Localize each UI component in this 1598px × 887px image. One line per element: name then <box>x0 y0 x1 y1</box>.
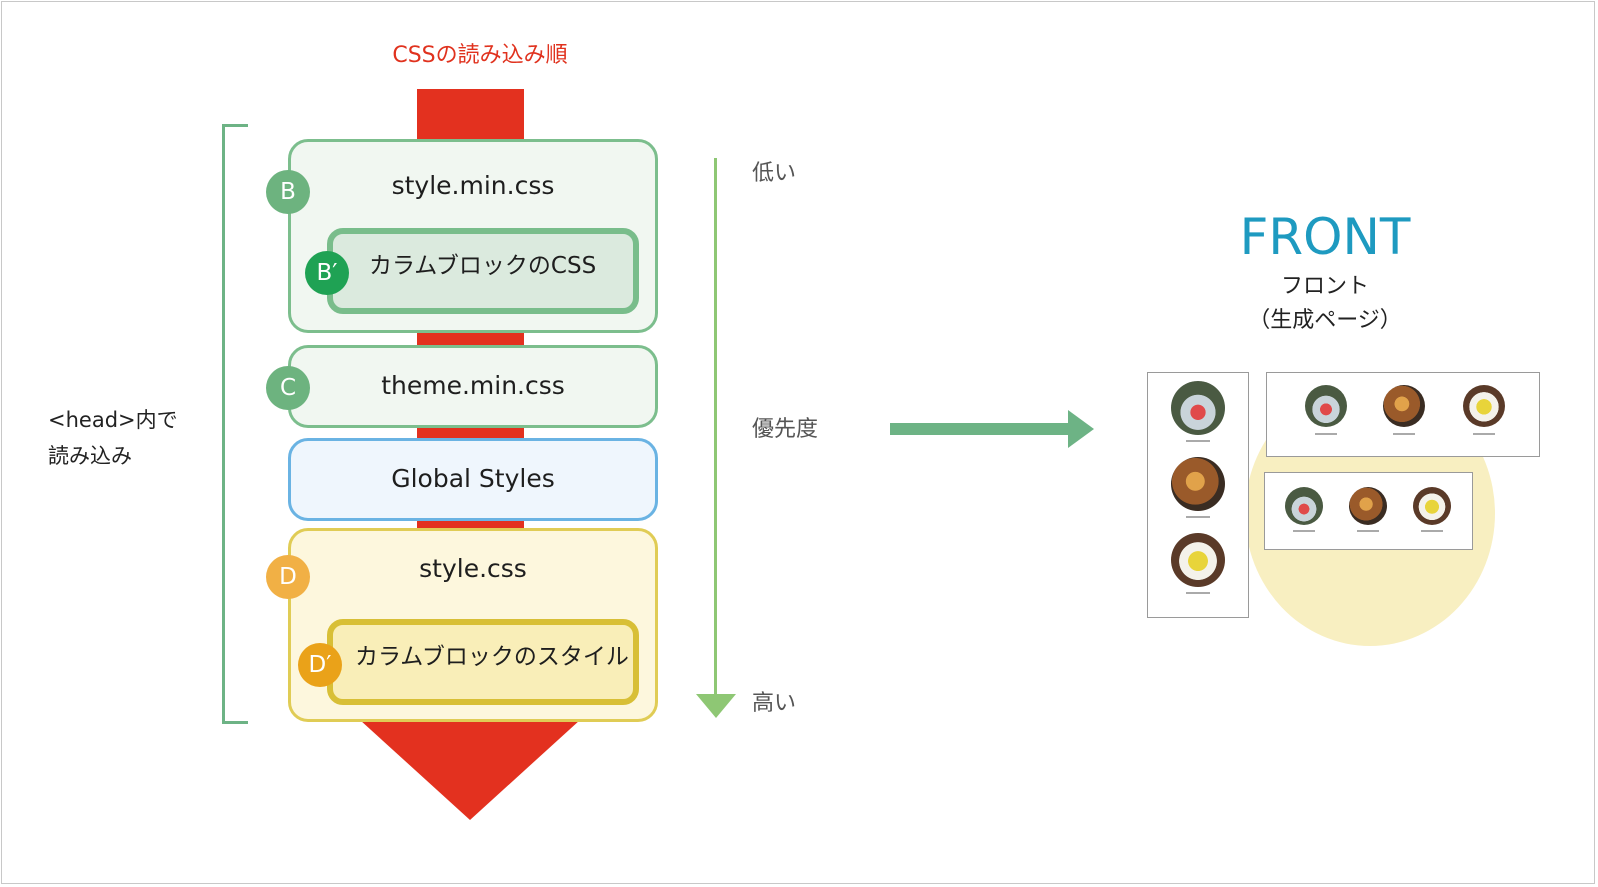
preview-caption <box>1186 516 1210 518</box>
badge-b: B <box>266 170 310 214</box>
preview-thumb-bowl <box>1305 385 1347 427</box>
preview-thumb-soup <box>1413 487 1451 525</box>
box-style-css: style.css カラムブロックのスタイル <box>288 528 658 722</box>
preview-thumb-soup <box>1171 533 1225 587</box>
badge-d: D <box>266 555 310 599</box>
preview-caption <box>1315 433 1337 435</box>
preview-caption <box>1393 433 1415 435</box>
box-style-min-css: style.min.css カラムブロックのCSS <box>288 139 658 333</box>
load-order-arrow-head <box>360 720 580 820</box>
output-arrow-shaft <box>890 423 1070 435</box>
preview-horizontal-columns-large <box>1266 372 1540 457</box>
head-load-label: <head>内で 読み込み <box>48 402 218 474</box>
preview-thumb-cafe <box>1171 457 1225 511</box>
box-b-title: style.min.css <box>391 171 555 200</box>
preview-thumb-bowl <box>1285 487 1323 525</box>
priority-low-label: 低い <box>752 161 797 186</box>
badge-b-prime: B′ <box>305 251 349 295</box>
box-b-inner-label: カラムブロックのCSS <box>369 253 597 279</box>
box-g-title: Global Styles <box>391 464 555 493</box>
box-d-inner-columns-style: カラムブロックのスタイル <box>327 619 639 705</box>
preview-caption <box>1186 440 1210 442</box>
box-theme-min-css: theme.min.css <box>288 345 658 428</box>
preview-horizontal-columns-small <box>1264 472 1473 550</box>
css-load-order-title: CSSの読み込み順 <box>392 43 568 68</box>
head-label-line-2: 読み込み <box>48 444 132 468</box>
preview-thumb-bowl <box>1171 381 1225 435</box>
front-note: （生成ページ） <box>1248 308 1402 333</box>
front-title: FRONT <box>1239 208 1411 266</box>
box-c-title: theme.min.css <box>381 371 565 400</box>
preview-vertical-columns <box>1147 372 1249 618</box>
preview-caption <box>1473 433 1495 435</box>
badge-c: C <box>266 366 310 410</box>
box-d-title: style.css <box>419 554 527 583</box>
head-label-line-1: <head>内で <box>48 408 178 432</box>
preview-thumb-soup <box>1463 385 1505 427</box>
box-b-inner-columns-css: カラムブロックのCSS <box>327 228 639 314</box>
priority-label: 優先度 <box>752 417 819 442</box>
preview-caption <box>1293 530 1315 532</box>
head-bracket <box>222 124 248 724</box>
preview-thumb-cafe <box>1349 487 1387 525</box>
preview-caption <box>1421 530 1443 532</box>
priority-arrow-line <box>714 158 717 698</box>
preview-caption <box>1186 592 1210 594</box>
box-d-inner-label: カラムブロックのスタイル <box>355 644 629 670</box>
priority-high-label: 高い <box>752 691 797 716</box>
badge-d-prime: D′ <box>298 643 342 687</box>
preview-thumb-cafe <box>1383 385 1425 427</box>
front-subtitle: フロント <box>1280 274 1369 299</box>
output-arrow-head <box>1068 410 1094 448</box>
preview-caption <box>1357 530 1379 532</box>
priority-arrow-head <box>696 694 736 718</box>
box-global-styles: Global Styles <box>288 438 658 521</box>
